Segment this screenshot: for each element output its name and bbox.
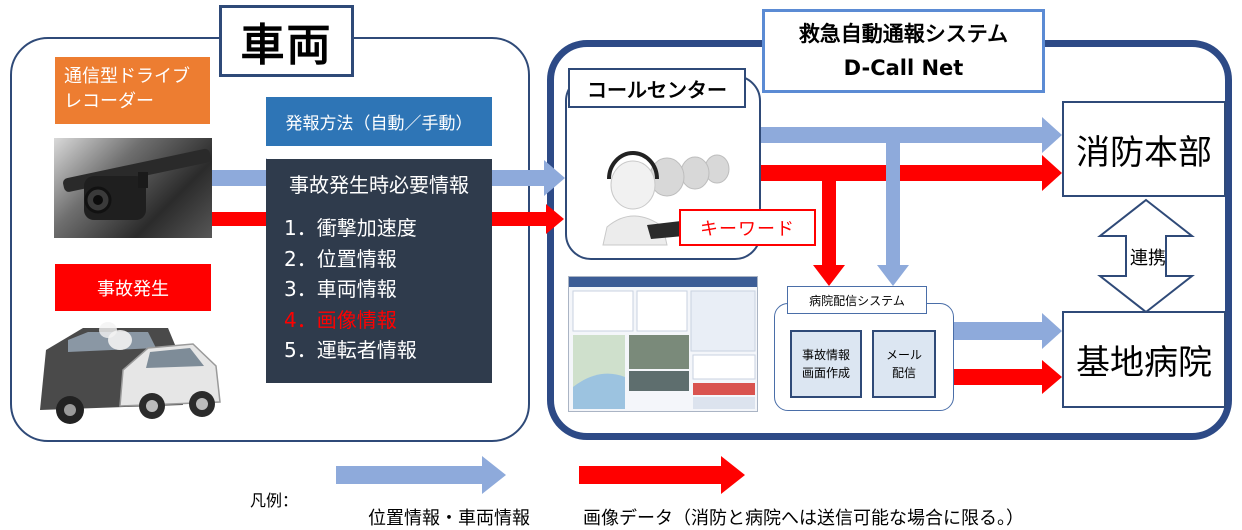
fire-hq-box: 消防本部 xyxy=(1062,101,1226,197)
accident-info-title: 事故発生時必要情報 xyxy=(289,173,469,197)
legend-label: 凡例： xyxy=(250,491,299,510)
mail-delivery-box: メール 配信 xyxy=(872,330,936,398)
mail-delivery-line-1: メール xyxy=(885,348,922,362)
dashcam-photo xyxy=(54,138,212,238)
accident-info-item: 4．画像情報 xyxy=(284,307,397,332)
arrow-blue-to-callcenter xyxy=(492,160,565,196)
hospital-delivery-system-label: 病院配信システム xyxy=(787,286,927,314)
legend-blue-text: 位置情報・車両情報 xyxy=(368,508,530,529)
legend-red-text: 画像データ（消防と病院へは送信可能な場合に限る。） xyxy=(583,508,1024,529)
arrow-red-to-hospital xyxy=(954,360,1062,394)
arrow-blue-to-hospital xyxy=(954,313,1062,349)
arrow-red-down xyxy=(813,181,845,286)
arrow-blue-down xyxy=(877,143,909,286)
report-method-label: 発報方法（自動／手動） xyxy=(266,97,492,146)
car-crash-illustration xyxy=(40,322,221,424)
accident-info-item: 3．車両情報 xyxy=(284,277,397,301)
arrow-red-to-callcenter xyxy=(492,204,564,234)
accident-info-box: 事故発生時必要情報 1．衝撃加速度 2．位置情報 3．車両情報 4．画像情報 5．運転者… xyxy=(266,159,492,383)
keyword-label: キーワード xyxy=(679,209,816,246)
arrow-red-to-fire xyxy=(761,155,1062,191)
system-title-line-1: 救急自動通報システム xyxy=(798,22,1009,46)
legend-red-arrow xyxy=(579,456,745,494)
drive-recorder-line-1: 通信型ドライブ xyxy=(64,66,190,87)
base-hospital-box: 基地病院 xyxy=(1062,311,1226,408)
accident-occurrence-label: 事故発生 xyxy=(55,264,211,311)
screen-create-box: 事故情報 画面作成 xyxy=(790,330,862,398)
system-title: 救急自動通報システム D-Call Net xyxy=(762,9,1045,93)
drive-recorder-line-2: レコーダー xyxy=(64,91,154,112)
system-title-line-2: D-Call Net xyxy=(843,56,964,80)
screen-create-line-1: 事故情報 xyxy=(801,348,850,362)
accident-info-list: 1．衝撃加速度 2．位置情報 3．車両情報 4．画像情報 5．運転者情報 xyxy=(284,213,417,366)
call-center-label: コールセンター xyxy=(568,68,746,108)
arrow-blue-to-fire xyxy=(761,117,1062,153)
mail-delivery-line-2: 配信 xyxy=(891,366,916,380)
accident-info-item: 1．衝撃加速度 xyxy=(284,216,417,240)
legend-blue-arrow xyxy=(336,456,506,494)
drive-recorder-label: 通信型ドライブ レコーダー xyxy=(55,57,210,124)
accident-info-item: 2．位置情報 xyxy=(284,246,397,271)
screen-thumbnail xyxy=(568,276,758,412)
vehicle-title: 車両 xyxy=(219,5,354,77)
screen-create-line-2: 画面作成 xyxy=(801,366,850,380)
accident-info-item: 5．運転者情報 xyxy=(284,338,417,362)
cooperation-label: 連携 xyxy=(1130,248,1166,269)
screen-thumbnail-illustration xyxy=(569,277,757,409)
dashcam-icon xyxy=(63,148,211,220)
